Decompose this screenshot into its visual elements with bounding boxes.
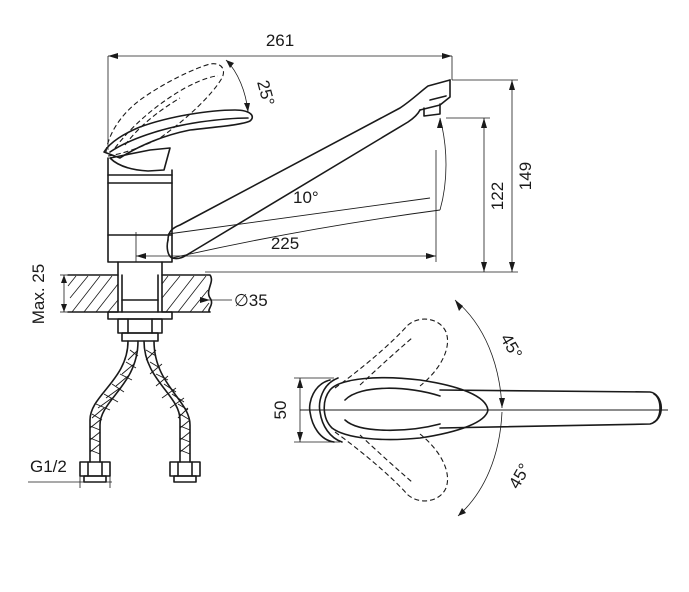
lever-top-rotated: [334, 318, 448, 502]
supply-hoses: [89, 340, 191, 463]
spout-height-label: 149: [516, 162, 535, 190]
thread-label: G1/2: [30, 457, 67, 476]
dimension-thread: G1/2: [28, 457, 112, 488]
dimension-225-label: 225: [271, 234, 299, 253]
dimension-spout-angle: 10°: [293, 117, 447, 211]
spout-angle-label: 10°: [293, 188, 319, 207]
base-circle: [308, 377, 343, 443]
body-width-label: 50: [271, 401, 290, 420]
dimension-lever-angle: 25°: [225, 59, 278, 113]
mounting-shank: [107, 274, 173, 342]
dimension-261-label: 261: [266, 31, 294, 50]
dimension-max-25: Max. 25: [29, 264, 68, 324]
hose-nuts: [79, 461, 201, 483]
dimension-diameter: ∅35: [200, 291, 268, 310]
spout-swing-outline: [167, 197, 441, 259]
dimension-261: 261: [107, 31, 453, 150]
dimension-heights: 122 149: [205, 79, 535, 273]
rotation-right-label: 45°: [505, 460, 534, 492]
dimension-50: 50: [271, 377, 340, 443]
spout: [166, 79, 451, 260]
side-view: 261 25°: [28, 31, 535, 488]
lever-angle-label: 25°: [253, 78, 278, 108]
lever: [103, 109, 254, 172]
spout-top: [300, 389, 668, 429]
outlet-height-label: 122: [488, 182, 507, 210]
faucet-body: [107, 157, 173, 276]
dimension-rotation-arcs: 45° 45°: [454, 299, 534, 517]
top-view: 45° 45° 50: [271, 299, 668, 517]
rotation-left-label: 45°: [497, 331, 526, 363]
lever-raised-outline: [105, 63, 225, 157]
lever-top: [323, 376, 489, 441]
hole-diameter-label: ∅35: [234, 291, 268, 310]
max-thickness-label: Max. 25: [29, 264, 48, 324]
countertop-section: [67, 274, 213, 313]
dimension-225: 225: [135, 150, 437, 262]
